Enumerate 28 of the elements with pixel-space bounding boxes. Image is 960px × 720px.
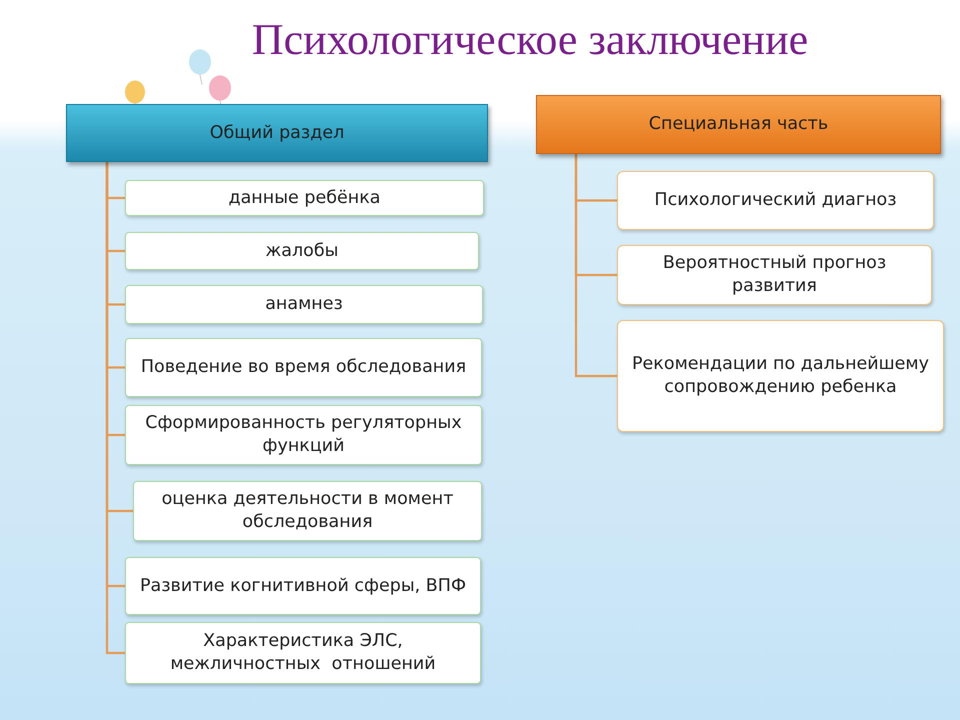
item-text: Характеристика ЭЛС, межличностных отношений [169,630,437,676]
item-text: Рекомендации по дальнейшему сопровождению ребенка [630,353,930,399]
item-text: Поведение во время обследования [140,356,466,379]
item-box [125,622,481,684]
item-text: Вероятностный прогноз развития [662,252,888,298]
item-box [125,557,481,615]
item-box [125,232,479,270]
item-box [125,405,482,465]
item-text: Сформированность регуляторных функций [144,412,463,458]
item-text: анамнез [265,293,343,316]
item-text: оценка деятельности в момент обследования [160,488,454,534]
section-header [66,104,488,162]
item-box [617,171,934,230]
item-box [617,245,932,305]
item-text: Развитие когнитивной сферы, ВПФ [140,574,466,598]
item-text: Психологический диагноз [654,189,897,212]
item-text: Специальная часть [648,113,828,136]
title: Психологическое заключение [250,14,810,65]
item-text: Общий раздел [210,122,344,144]
connector-line [574,154,617,378]
item-text: жалобы [266,240,338,262]
section-header [536,95,941,154]
item-box [125,180,484,216]
item-box [617,320,944,432]
item-box [125,285,483,324]
item-box [125,338,482,397]
item-text: данные ребёнка [228,186,381,210]
item-box [133,481,482,541]
